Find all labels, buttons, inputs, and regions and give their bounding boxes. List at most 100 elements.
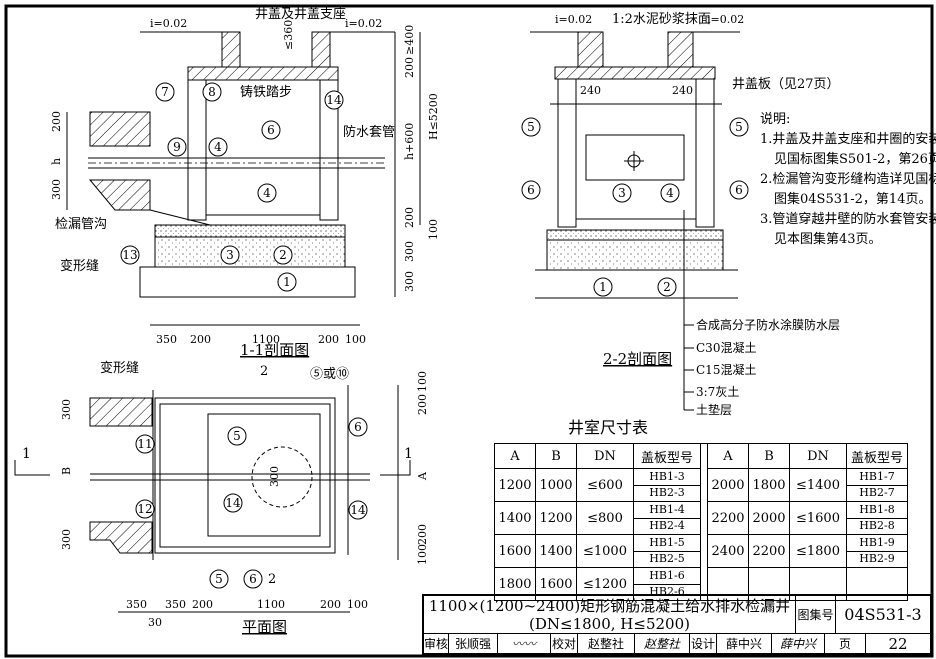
section-1-1-title: 1-1剖面图 xyxy=(240,341,309,359)
dim-circle-300: 300 xyxy=(268,466,281,487)
dim-350: 350 xyxy=(156,333,177,346)
callout-5-right: 5 xyxy=(735,120,743,134)
plan-text: 变形缝 2 ⑤或⑩ 1 1 2 B A 300 300 100 200 200 … xyxy=(22,360,429,636)
notes-heading: 说明: xyxy=(760,112,791,127)
designer-signature: 薛中兴 xyxy=(772,634,825,655)
callout-13: 13 xyxy=(122,248,137,262)
callout-8: 8 xyxy=(208,85,216,99)
section-mark-2-bottom: 2 xyxy=(268,572,276,587)
callout-6-right: 6 xyxy=(735,183,743,197)
section-2-2-title: 2-2剖面图 xyxy=(603,350,672,368)
col-B-2: B xyxy=(748,443,790,469)
label-cover: 井盖及井盖支座 xyxy=(255,7,346,22)
note-1b: 见国标图集S501-2，第26页。 xyxy=(774,152,936,167)
callout-1: 1 xyxy=(599,280,607,294)
dim-30: 30 xyxy=(148,616,162,629)
reviewer-signature: 〰〰 xyxy=(498,634,551,655)
notes: 说明: 1.井盖及井盖支座和井圈的安装 见国标图集S501-2，第26页。 2.… xyxy=(760,110,936,250)
dim-ge400: ≥400 xyxy=(403,25,416,55)
callout-5-bottom: 5 xyxy=(215,572,223,586)
callout-2: 2 xyxy=(279,248,287,262)
cell-DN: ≤800 xyxy=(576,501,634,535)
dim-right-100b: 100 xyxy=(416,544,429,565)
layer-c30: C30混凝土 xyxy=(696,340,756,355)
callout-6-left: 6 xyxy=(527,183,535,197)
col-DN: DN xyxy=(576,443,634,469)
dim-350b: 350 xyxy=(165,598,186,611)
layer-waterproof: 合成高分子防水涂膜防水层 xyxy=(696,317,840,332)
callout-9: 9 xyxy=(173,140,181,154)
layer-lime-soil: 3:7灰土 xyxy=(696,385,739,399)
dim-right-100a: 100 xyxy=(416,371,429,392)
review-label: 审核 xyxy=(424,634,449,655)
section-2-2-callout-labels: 5 5 6 6 3 4 1 2 xyxy=(527,120,743,294)
dim-240-left: 240 xyxy=(580,84,601,97)
reviewer-name: 张顺强 xyxy=(449,634,498,655)
callout-11: 11 xyxy=(137,437,152,451)
callout-2: 2 xyxy=(663,280,671,294)
cell-HB1: HB1-8 xyxy=(846,501,908,519)
layer-c15: C15混凝土 xyxy=(696,362,756,377)
label-cover-plate: 井盖板（见27页） xyxy=(732,77,840,92)
cell-A: 1400 xyxy=(494,501,536,535)
cell-HB2: HB2-5 xyxy=(633,550,701,568)
cell-HB1: HB1-7 xyxy=(846,468,908,486)
section-mark-1-left: 1 xyxy=(22,446,31,462)
table-header: A B DN 盖板型号 A B DN 盖板型号 xyxy=(494,443,908,601)
col-A: A xyxy=(494,443,536,469)
col-cover-type-2: 盖板型号 xyxy=(846,443,908,469)
designer-name: 薛中兴 xyxy=(717,634,772,655)
plan-callout-labels: 11 5 12 14 14 6 5 6 xyxy=(137,420,366,586)
dim-100: 100 xyxy=(345,333,366,346)
atlas-label: 图集号 xyxy=(796,596,836,634)
callout-6: 6 xyxy=(267,123,275,137)
cell-A: 2000 xyxy=(707,468,749,502)
dim-100: 100 xyxy=(427,219,440,240)
dim-1100: 1100 xyxy=(252,333,280,346)
drawing-title-line2: (DN≤1800, H≤5200) xyxy=(529,615,690,633)
dim-200b: 200 xyxy=(318,333,339,346)
cell-HB2: HB2-9 xyxy=(846,550,908,568)
cell-B: 2000 xyxy=(748,501,790,535)
dim-right-200b: 200 xyxy=(416,524,429,545)
dim-200a: 200 xyxy=(190,333,211,346)
slope-right: i=0.02 xyxy=(707,13,744,26)
dim-240-right: 240 xyxy=(672,84,693,97)
col-A-2: A xyxy=(707,443,749,469)
callout-6-bottom: 6 xyxy=(249,572,257,586)
dim-350a: 350 xyxy=(126,598,147,611)
label-channel: 检漏管沟 xyxy=(55,216,107,232)
cell-B: 1200 xyxy=(535,501,577,535)
dim-H5200: H≤5200 xyxy=(427,93,440,140)
cell-HB1: HB1-4 xyxy=(633,501,701,519)
label-joint: 变形缝 xyxy=(60,258,99,274)
cell-HB1: HB1-5 xyxy=(633,534,701,552)
cell-HB2: HB2-8 xyxy=(846,517,908,535)
callout-5: 5 xyxy=(233,429,241,443)
note-3a: 3.管道穿越井壁的防水套管安装 xyxy=(760,212,936,227)
note-3b: 见本图集第43页。 xyxy=(774,232,882,247)
section-mark-1-right: 1 xyxy=(404,446,413,462)
cell-HB2: HB2-7 xyxy=(846,484,908,502)
layer-legend: 合成高分子防水涂膜防水层 C30混凝土 C15混凝土 3:7灰土 土垫层 xyxy=(684,317,840,417)
section-2-2-text: i=0.02 i=0.02 1:2水泥砂浆抹面 井盖板（见27页） 240 24… xyxy=(555,12,840,368)
check-label: 校对 xyxy=(551,634,578,655)
cell-B: 1800 xyxy=(748,468,790,502)
label-5-or-10: ⑤或⑩ xyxy=(310,367,349,382)
callout-6: 6 xyxy=(354,420,362,434)
table-row: 1400 1200 ≤800 HB1-4 2200 2000 ≤1600 HB1… xyxy=(494,501,908,535)
dim-200-top: 200 xyxy=(403,57,416,78)
drawing-title-line1: 1100×(1200~2400)矩形钢筋混凝土给水排水检漏井 xyxy=(428,597,791,615)
callout-7: 7 xyxy=(161,85,169,99)
callout-4b: 4 xyxy=(263,186,271,200)
dim-100: 100 xyxy=(347,598,368,611)
dim-1100: 1100 xyxy=(257,598,285,611)
col-B: B xyxy=(535,443,577,469)
col-cover-type: 盖板型号 xyxy=(633,443,701,469)
dim-left-200: 200 xyxy=(50,111,63,132)
cell-A: 1600 xyxy=(494,534,536,568)
cell-DN: ≤1600 xyxy=(789,501,847,535)
callout-4: 4 xyxy=(666,186,674,200)
dim-left-300: 300 xyxy=(50,179,63,200)
